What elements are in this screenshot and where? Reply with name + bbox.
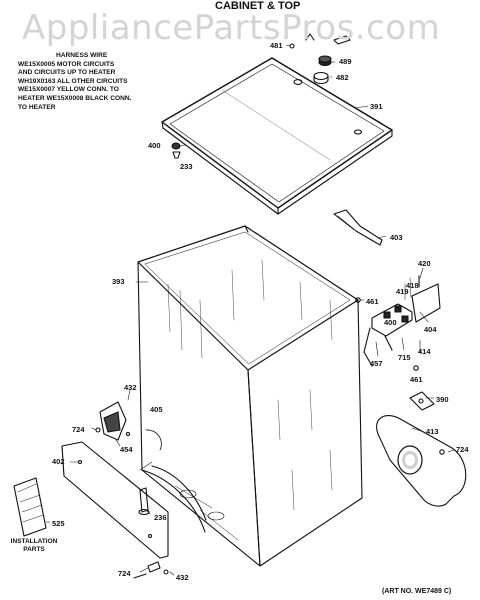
- hinge-hardware: [171, 142, 181, 159]
- part-label: 461: [366, 297, 379, 306]
- part-label: 402: [52, 457, 65, 466]
- part-label: 419: [396, 287, 409, 296]
- installation-label-line: INSTALLATION: [10, 538, 58, 545]
- rear-access-panel: [376, 415, 467, 507]
- part-label: 461: [410, 375, 423, 384]
- part-label: 482: [336, 73, 349, 82]
- part-label: 525: [52, 519, 65, 528]
- diagram-title: CABINET & TOP: [215, 0, 301, 12]
- part-label: 391: [370, 102, 383, 111]
- part-label: 414: [418, 347, 431, 356]
- part-label: 454: [120, 445, 133, 454]
- part-label: 715: [398, 353, 411, 362]
- part-label: 457: [370, 359, 383, 368]
- part-label: 400: [384, 318, 397, 327]
- harness-note-line: HEATER WE15X0008 BLACK CONN.: [18, 94, 132, 102]
- part-label: 393: [112, 277, 125, 286]
- part-labels: 481 489 482 391 400 233 403 393 420 461 …: [52, 41, 469, 582]
- part-label: 489: [339, 57, 352, 66]
- part-label: 233: [180, 162, 193, 171]
- part-label: 400: [148, 141, 161, 150]
- part-label: 404: [424, 325, 437, 334]
- part-label: 403: [390, 233, 403, 242]
- harness-note-line: AND CIRCUITS UP TO HEATER: [18, 69, 116, 77]
- toe-panel: [61, 441, 169, 559]
- part-label: 390: [436, 395, 449, 404]
- part-label: 405: [150, 405, 163, 414]
- access-cover: [409, 391, 435, 411]
- top-hardware: [289, 33, 351, 85]
- door-switch-bracket: [95, 401, 127, 441]
- installation-label-line: PARTS: [23, 546, 45, 553]
- front-rail: [333, 209, 383, 246]
- part-label: 420: [418, 259, 431, 268]
- leader-lines: [45, 44, 455, 576]
- harness-wire-note: HARNESS WIRE WE15X0005 MOTOR CIRCUITS AN…: [18, 52, 168, 112]
- art-number: (ART NO. WE7489 C): [382, 588, 452, 595]
- site-watermark: AppliancePartsPros.com: [22, 8, 441, 48]
- part-label: 724: [72, 425, 85, 434]
- harness-note-line: WE15X0005 MOTOR CIRCUITS: [18, 60, 115, 68]
- installation-parts-bag: [13, 477, 47, 537]
- part-label: 236: [154, 513, 167, 522]
- terminal-block-assembly: [355, 275, 441, 371]
- part-label: 724: [456, 445, 469, 454]
- top-panel: [161, 57, 393, 215]
- leveling-leg: [138, 487, 150, 516]
- part-label: 432: [176, 573, 189, 582]
- installation-parts-label: INSTALLATION PARTS: [4, 538, 64, 554]
- part-label: 418: [406, 281, 419, 290]
- harness-note-line: TO HEATER: [18, 103, 56, 111]
- part-label: 413: [426, 427, 439, 436]
- harness-note-line: WH19X0163 ALL OTHER CIRCUITS: [18, 77, 128, 85]
- part-label: 481: [270, 41, 283, 50]
- harness-note-heading: HARNESS WIRE: [56, 52, 108, 59]
- cabinet-body: [137, 225, 363, 567]
- bottom-hardware: [125, 431, 169, 579]
- harness-note-line: WE15X0007 YELLOW CONN. TO: [18, 86, 119, 94]
- part-label: 432: [124, 383, 137, 392]
- part-label: 724: [118, 569, 131, 578]
